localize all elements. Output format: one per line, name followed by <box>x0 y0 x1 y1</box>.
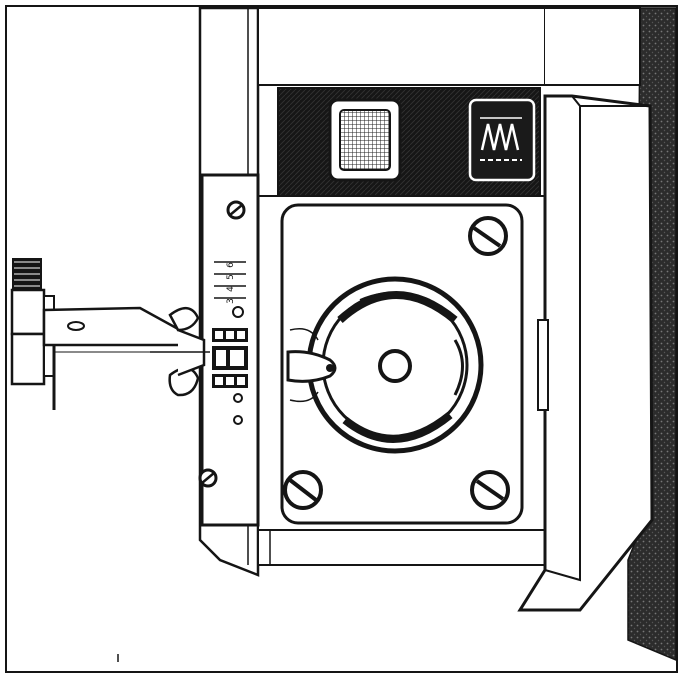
feed-dogs <box>212 328 248 388</box>
needle-plate-screw-top <box>226 200 246 220</box>
plate-number-3: 3 <box>226 298 236 304</box>
straight-stitch-button[interactable] <box>328 98 402 182</box>
presser-foot-assembly <box>10 258 210 410</box>
screw-top-right <box>468 216 508 256</box>
right-top-body <box>545 7 641 86</box>
machine-top-body <box>257 7 546 86</box>
plate-number-6: 6 <box>226 262 236 268</box>
compartment-ledge <box>257 529 546 566</box>
zigzag-stitch-button[interactable] <box>468 98 536 182</box>
straight-stitch-grid-icon <box>339 109 391 171</box>
bobbin-center-hole <box>378 349 412 383</box>
bobbin-latch[interactable] <box>286 350 337 383</box>
screw-bottom-left <box>283 470 323 510</box>
needle-plate-screw-bottom <box>198 468 218 488</box>
bobbin-case <box>286 276 484 454</box>
plate-number-5: 5 <box>226 274 236 280</box>
seam-guide-markings: 6 5 4 3 <box>214 261 246 304</box>
zigzag-stitch-icon <box>480 117 522 161</box>
screw-bottom-right <box>470 470 510 510</box>
plate-number-4: 4 <box>226 286 236 292</box>
hinged-bobbin-door[interactable] <box>517 94 654 612</box>
door-latch-slot <box>537 319 549 411</box>
